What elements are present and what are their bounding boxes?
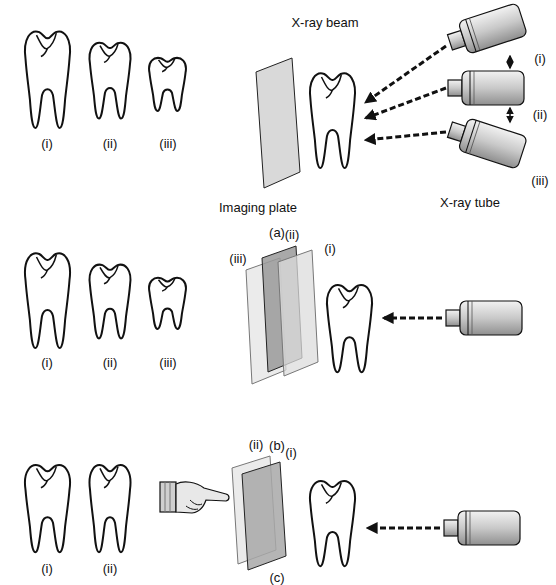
tube-position-label: (iii) bbox=[531, 174, 548, 187]
tooth bbox=[327, 285, 372, 372]
beam-label: X-ray beam bbox=[291, 16, 358, 29]
tooth bbox=[90, 43, 131, 119]
tooth-label: (iii) bbox=[159, 137, 176, 150]
tooth-label: (i) bbox=[41, 356, 53, 369]
tooth bbox=[90, 265, 131, 339]
tube-position-label: (i) bbox=[534, 52, 546, 65]
tooth bbox=[25, 465, 70, 552]
tooth-label: (ii) bbox=[103, 356, 117, 369]
x-ray-beam bbox=[384, 317, 442, 320]
plate-position-label: (i) bbox=[324, 242, 336, 255]
plate-position-label: (i) bbox=[285, 446, 297, 459]
x-ray-beam bbox=[368, 527, 440, 530]
imaging-plate bbox=[256, 58, 300, 188]
tooth bbox=[25, 253, 70, 348]
tooth bbox=[25, 32, 70, 128]
panel-label: (b) bbox=[269, 439, 285, 452]
plate-position-label: (iii) bbox=[229, 252, 246, 265]
x-ray-tube bbox=[444, 511, 520, 545]
tooth bbox=[310, 481, 355, 566]
panel-label: (a) bbox=[269, 226, 285, 239]
tooth-label: (i) bbox=[41, 562, 53, 575]
panel-label: (c) bbox=[269, 570, 284, 583]
x-ray-tube bbox=[445, 3, 528, 170]
tooth bbox=[149, 278, 186, 329]
tooth-label: (i) bbox=[41, 137, 53, 150]
plate-position-label: (ii) bbox=[285, 228, 299, 241]
tooth-label: (iii) bbox=[159, 356, 176, 369]
tooth bbox=[310, 73, 355, 168]
tube-position-label: (ii) bbox=[533, 108, 547, 121]
imaging-plate bbox=[242, 462, 286, 570]
x-ray-beam bbox=[366, 46, 446, 140]
tooth-label: (ii) bbox=[103, 562, 117, 575]
tooth bbox=[149, 58, 186, 111]
pointing-hand bbox=[160, 482, 229, 513]
x-ray-tube bbox=[446, 301, 522, 335]
plate-label: Imaging plate bbox=[219, 201, 297, 214]
imaging-plate bbox=[278, 250, 318, 376]
movement-arrow bbox=[509, 56, 511, 122]
plate-position-label: (ii) bbox=[249, 438, 263, 451]
tooth bbox=[90, 465, 131, 552]
tooth-label: (ii) bbox=[103, 137, 117, 150]
tube-label: X-ray tube bbox=[440, 196, 500, 209]
